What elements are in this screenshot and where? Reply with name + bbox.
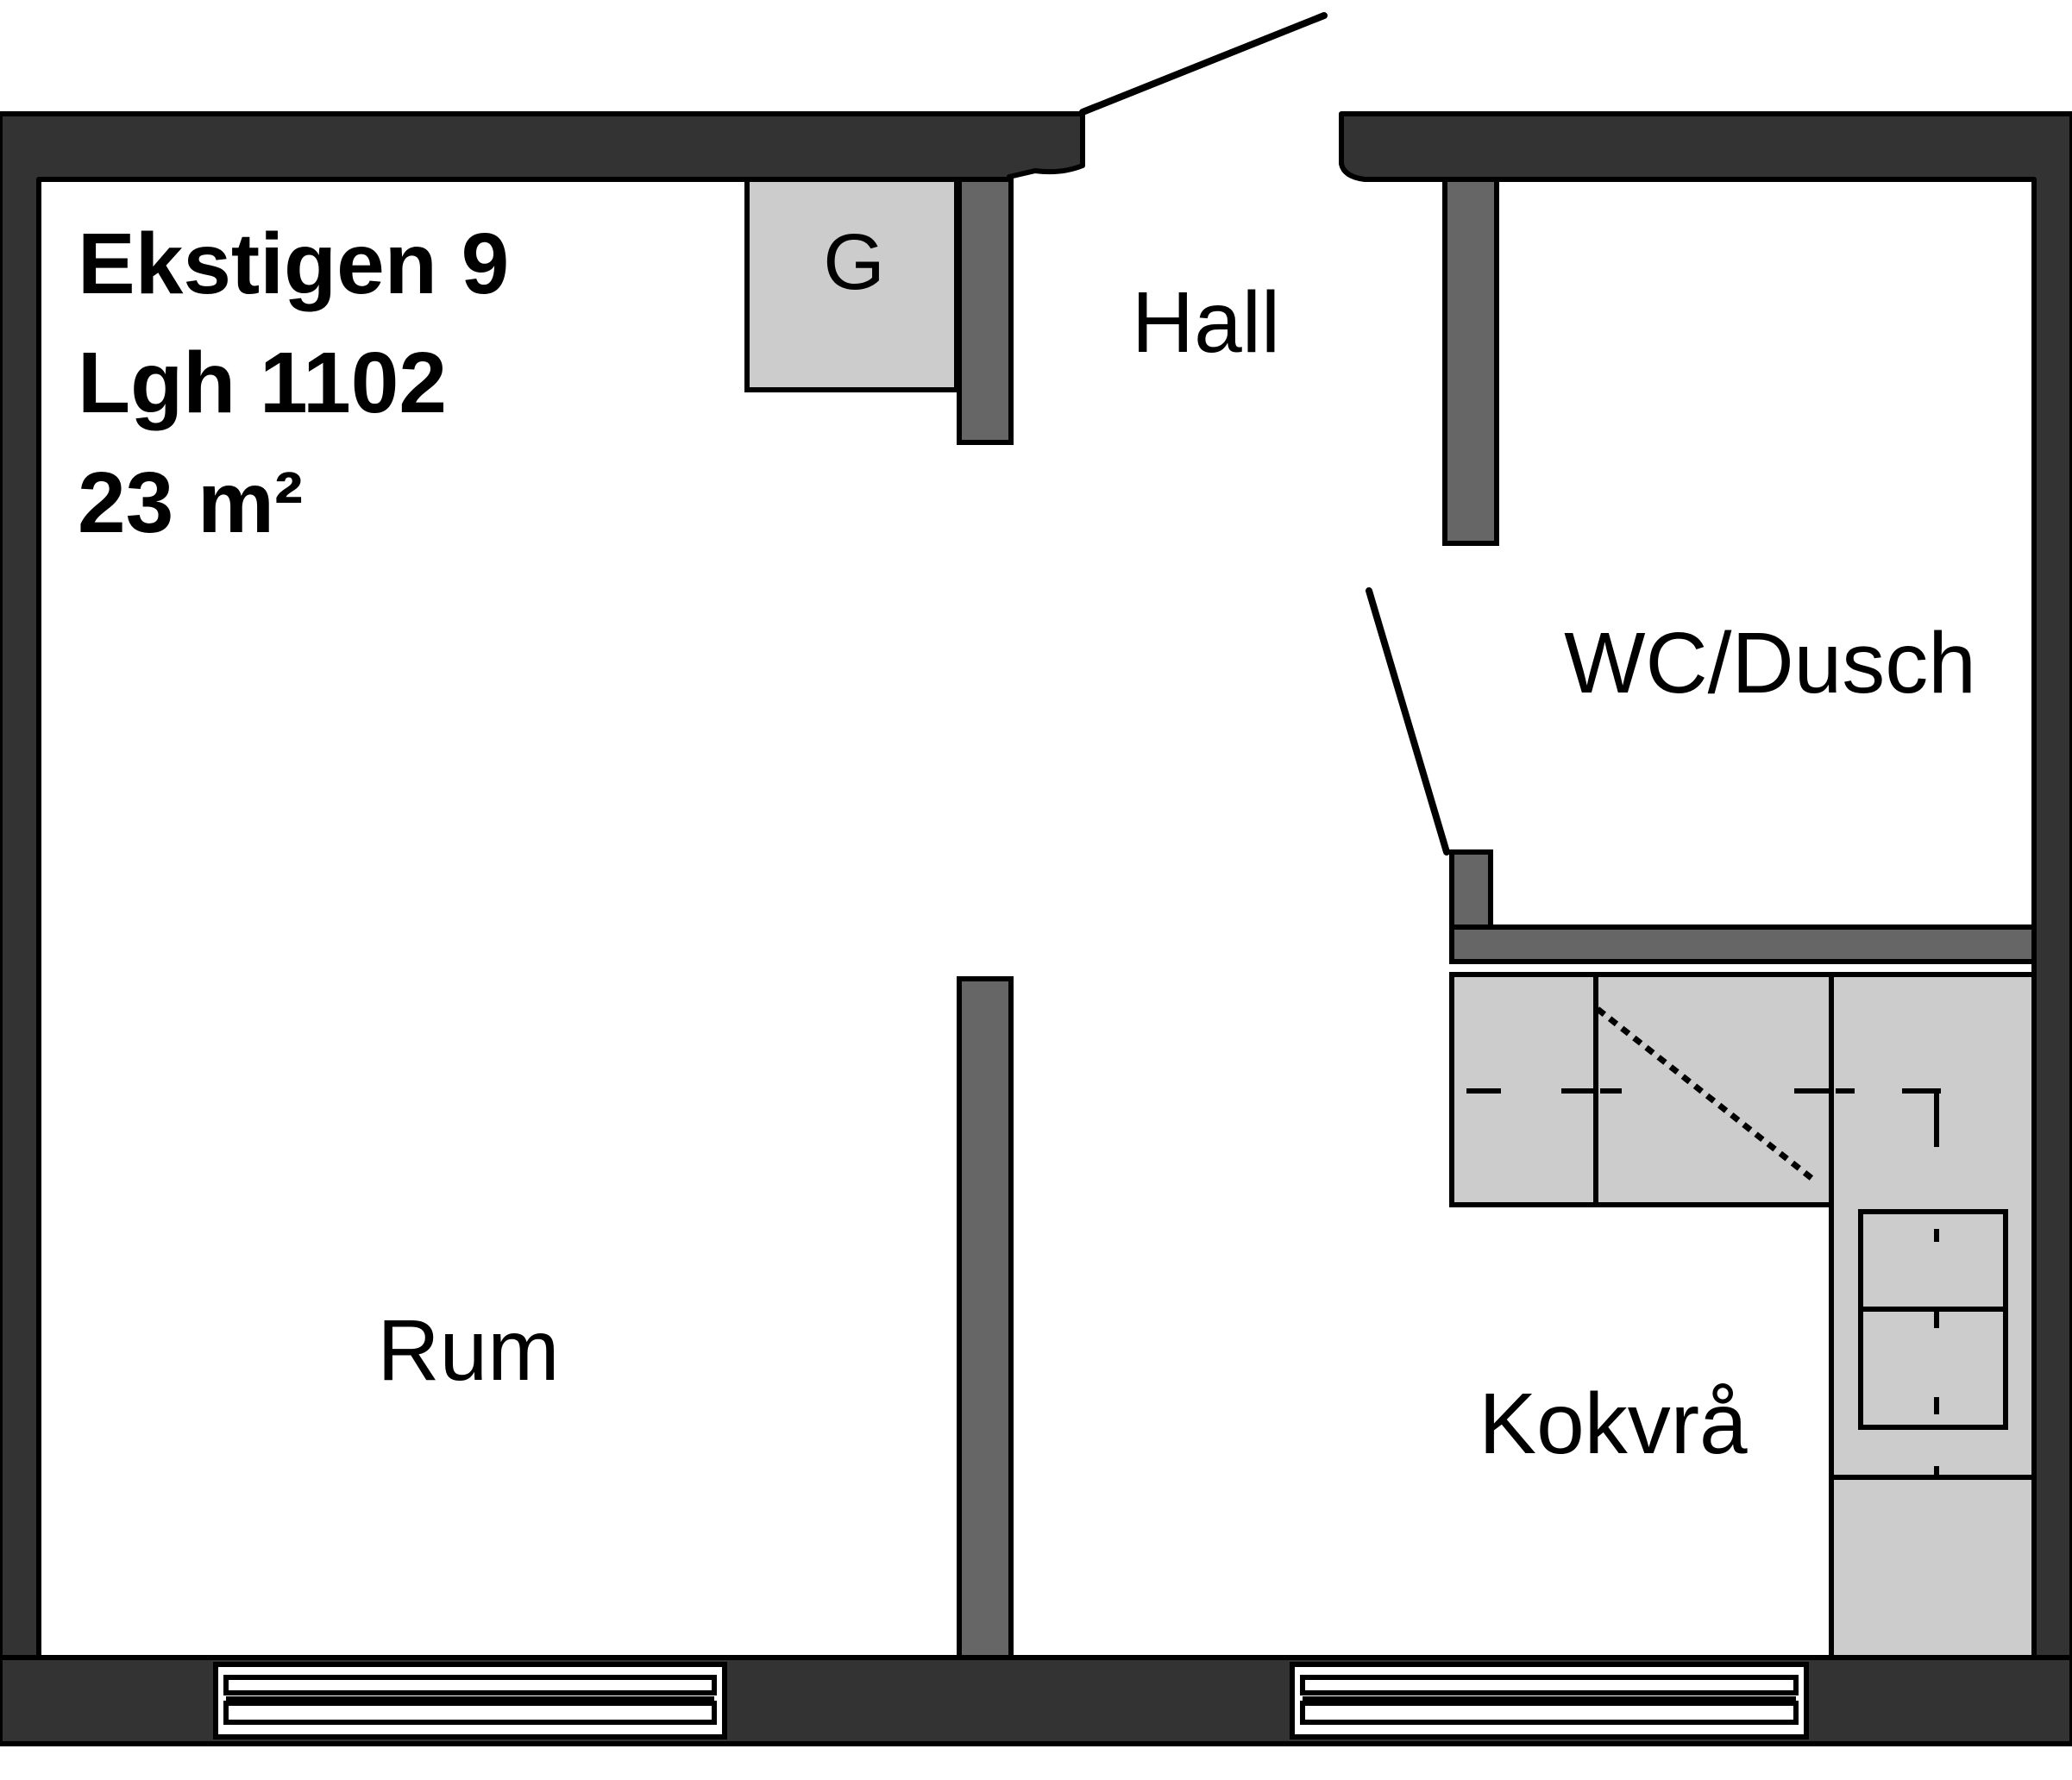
kitchen-column-lower — [1829, 1475, 2037, 1660]
bathroom-door-leaf — [1366, 587, 1450, 856]
wardrobe — [744, 177, 959, 392]
window-right — [1290, 1662, 1809, 1739]
hall-label: Hall — [1132, 274, 1280, 371]
partitions — [957, 177, 2037, 1660]
partition-hall-upper — [957, 177, 1014, 445]
wardrobe-box — [744, 177, 959, 392]
kitchenette-label: Kokvrå — [1479, 1376, 1748, 1472]
apartment-label: Lgh 1102 — [78, 335, 447, 431]
living-room-label: Rum — [377, 1302, 559, 1399]
window-left — [213, 1662, 727, 1739]
cabinet-handles — [1466, 1088, 1941, 1479]
stove-icon — [1858, 1209, 2008, 1430]
kitchen — [1449, 972, 2037, 1660]
entrance-door-leaf — [1079, 12, 1328, 116]
partition-bath-bottom — [1449, 924, 2037, 964]
partition-room-kitchen — [957, 976, 1014, 1660]
windows — [213, 1662, 1809, 1739]
partition-bath-upper — [1442, 177, 1499, 546]
bathroom-label: WC/Dusch — [1564, 615, 1976, 711]
entrance-door — [1079, 12, 1328, 116]
wardrobe-label: G — [823, 218, 885, 306]
area-label: 23 m² — [78, 454, 303, 551]
labels: Ekstigen 9 Lgh 1102 23 m² G Hall WC/Dusc… — [78, 216, 1976, 1472]
top-wall-left — [0, 111, 1085, 1660]
address-label: Ekstigen 9 — [78, 216, 509, 312]
kitchen-counter — [1449, 972, 1834, 1207]
